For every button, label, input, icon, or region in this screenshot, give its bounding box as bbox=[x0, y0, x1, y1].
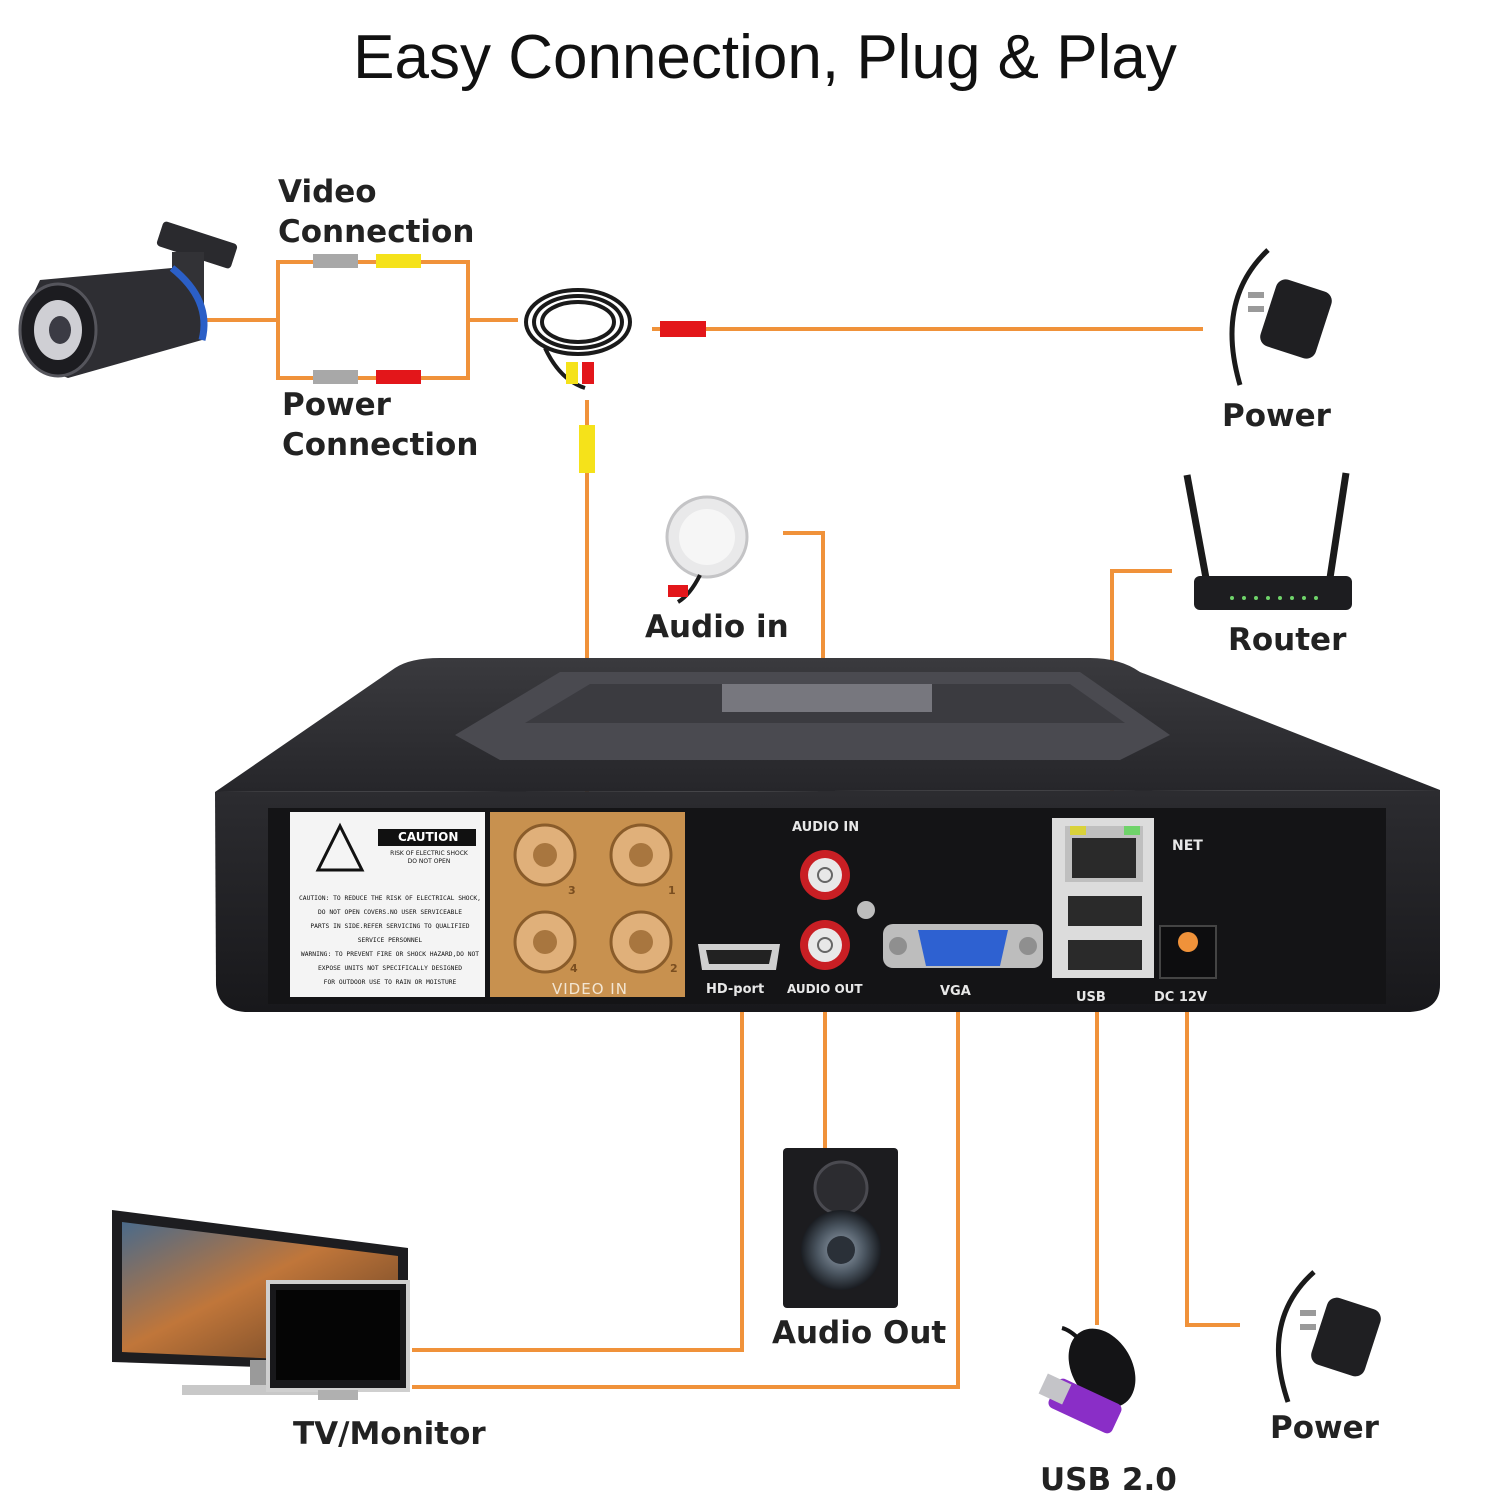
vga-port bbox=[883, 924, 1043, 968]
net-port-label: NET bbox=[1172, 838, 1203, 854]
wire-hdmi bbox=[412, 950, 744, 1352]
rca-audio-in-port bbox=[800, 850, 850, 900]
usb-port bbox=[1068, 896, 1142, 926]
dc-port-label: DC 12V bbox=[1154, 990, 1208, 1005]
page-title: Easy Connection, Plug & Play bbox=[353, 23, 1177, 92]
audio-in-label: Audio in bbox=[645, 609, 789, 645]
red-connector bbox=[376, 370, 421, 384]
audio-in-port-label: AUDIO IN bbox=[792, 820, 860, 835]
usb-port-label: USB bbox=[1076, 990, 1106, 1005]
channel-label: 1 bbox=[668, 884, 676, 897]
caution-heading: CAUTION bbox=[398, 830, 459, 844]
power-label: Power bbox=[1270, 1410, 1379, 1446]
tv-monitor-label: TV/Monitor bbox=[293, 1416, 486, 1452]
power-label: Power bbox=[1222, 398, 1331, 434]
channel-label: 3 bbox=[568, 884, 576, 897]
audio-out-port-label: AUDIO OUT bbox=[787, 982, 863, 996]
gray-connector bbox=[313, 254, 358, 268]
wire-vga bbox=[412, 950, 960, 1389]
audio-out-label: Audio Out bbox=[772, 1315, 947, 1351]
tv-monitor-icon bbox=[112, 1210, 410, 1400]
router-label: Router bbox=[1228, 622, 1347, 658]
hdmi-port bbox=[698, 944, 780, 970]
microphone-icon bbox=[665, 495, 749, 604]
red-connector bbox=[660, 321, 706, 337]
power-adapter-icon bbox=[1229, 248, 1332, 386]
cable-coil-icon bbox=[524, 288, 632, 390]
mouse-icon bbox=[1061, 1326, 1136, 1408]
ground-screw bbox=[857, 901, 875, 919]
speaker-icon bbox=[783, 1148, 898, 1308]
usb-drive-icon bbox=[1038, 1373, 1122, 1434]
caution-text: CAUTION: TO REDUCE THE RISK OF ELECTRICA… bbox=[299, 895, 481, 986]
gray-connector bbox=[313, 370, 358, 384]
video-in-panel bbox=[490, 812, 685, 997]
bullet-camera-icon bbox=[18, 221, 238, 378]
yellow-connector bbox=[376, 254, 421, 268]
usb-label: USB 2.0 bbox=[1040, 1462, 1177, 1498]
power-adapter-icon bbox=[1276, 1270, 1381, 1403]
video-in-label: VIDEO IN bbox=[552, 980, 628, 998]
wire-dc bbox=[1185, 940, 1240, 1327]
usb-port bbox=[1068, 940, 1142, 970]
rca-audio-out-port bbox=[800, 920, 850, 970]
yellow-connector bbox=[579, 425, 595, 473]
caution-label bbox=[290, 812, 485, 997]
wire-camera-split bbox=[207, 260, 518, 380]
channel-label: 4 bbox=[570, 962, 578, 975]
hd-port-label: HD-port bbox=[706, 982, 765, 997]
net-usb-panel bbox=[1052, 818, 1154, 978]
router-icon bbox=[1183, 472, 1352, 610]
cable-connectors bbox=[313, 254, 706, 473]
vga-port-label: VGA bbox=[940, 984, 971, 999]
channel-label: 2 bbox=[670, 962, 678, 975]
dc-power-jack bbox=[1159, 925, 1217, 979]
